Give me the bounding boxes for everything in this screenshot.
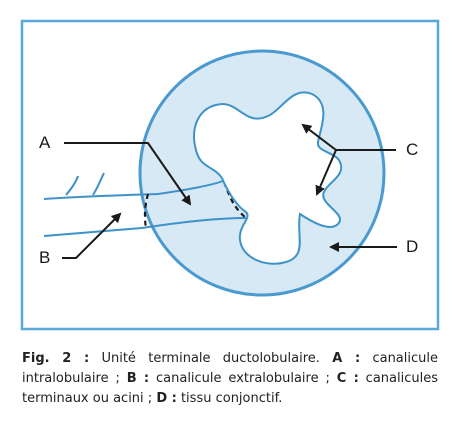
figure-caption: Fig. 2 : Unité terminale ductolobulaire.… xyxy=(22,349,438,409)
caption-key-b: B : xyxy=(126,371,150,386)
intralobular-duct-lower-wall xyxy=(141,217,247,229)
caption-text-b: canalicule extralobulaire ; xyxy=(149,371,337,386)
label-d: D xyxy=(406,237,418,256)
caption-text-d: tissu conjonctif. xyxy=(176,391,283,406)
terminal-ductules-acini xyxy=(193,91,343,265)
label-a: A xyxy=(39,133,51,152)
duct-branch-left xyxy=(65,175,79,196)
leader-b xyxy=(62,212,122,259)
leader-a xyxy=(64,142,192,206)
caption-text-a: canalicule intralobulaire ; xyxy=(22,351,438,386)
leader-c-lower-arrow xyxy=(315,149,337,196)
leader-c-upper-arrow xyxy=(301,123,337,151)
figure-frame xyxy=(20,19,440,331)
caption-text-c: canalicules terminaux ou acini ; xyxy=(22,371,438,406)
caption-key-d: D : xyxy=(156,391,177,406)
caption-title: Unité terminale ductolobulaire. xyxy=(89,351,333,366)
duct-branch-right xyxy=(92,172,105,196)
label-b: B xyxy=(39,248,50,267)
caption-key-a: A : xyxy=(332,351,361,366)
caption-key-c: C : xyxy=(336,371,359,386)
caption-fig-number: Fig. 2 : xyxy=(22,351,90,366)
duct-boundary-dash-left xyxy=(143,193,150,229)
label-c: C xyxy=(406,140,418,159)
extralobular-duct-lower-wall xyxy=(43,227,143,237)
ductolobular-unit-diagram: A B C D xyxy=(20,19,440,331)
intralobular-duct-upper-wall xyxy=(157,179,227,195)
